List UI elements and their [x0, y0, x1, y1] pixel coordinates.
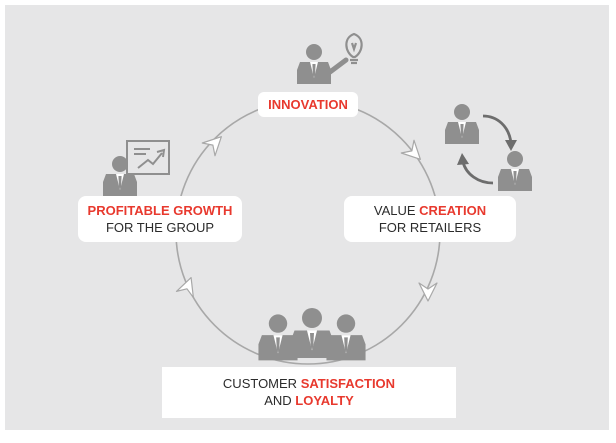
- innovation-label: INNOVATION: [258, 92, 358, 117]
- profitable-growth-line2: FOR THE GROUP: [105, 220, 215, 235]
- customer-satisfaction-red: SATISFACTION: [300, 376, 396, 391]
- value-creation-plain: VALUE: [373, 203, 420, 218]
- group-of-three-people-icon: [258, 308, 366, 361]
- customer-satisfaction-plain: CUSTOMER: [222, 376, 301, 391]
- customer-loyalty-red: LOYALTY: [295, 393, 354, 408]
- value-creation-label: VALUE CREATION FOR RETAILERS: [344, 196, 516, 242]
- customer-satisfaction-line2: AND LOYALTY: [162, 392, 456, 409]
- profitable-growth-title: PROFITABLE GROWTH: [87, 203, 233, 218]
- two-people-exchange-icon: [445, 104, 532, 191]
- customer-satisfaction-line1: CUSTOMER SATISFACTION: [162, 375, 456, 392]
- value-creation-red: CREATION: [419, 203, 487, 218]
- chevron-arrow-icon: [400, 139, 428, 167]
- value-creation-line1: VALUE CREATION: [344, 202, 516, 219]
- value-creation-line2: FOR RETAILERS: [378, 220, 482, 235]
- chevron-arrow-icon: [175, 273, 201, 299]
- customer-loyalty-plain: AND: [264, 393, 296, 408]
- innovation-title: INNOVATION: [268, 97, 348, 112]
- person-with-growth-chart-icon: [103, 140, 170, 196]
- chevron-arrow-icon: [201, 129, 229, 157]
- person-with-lightbulb-icon: [297, 32, 363, 84]
- profitable-growth-label: PROFITABLE GROWTH FOR THE GROUP: [78, 196, 242, 242]
- customer-satisfaction-label: CUSTOMER SATISFACTION AND LOYALTY: [162, 367, 456, 418]
